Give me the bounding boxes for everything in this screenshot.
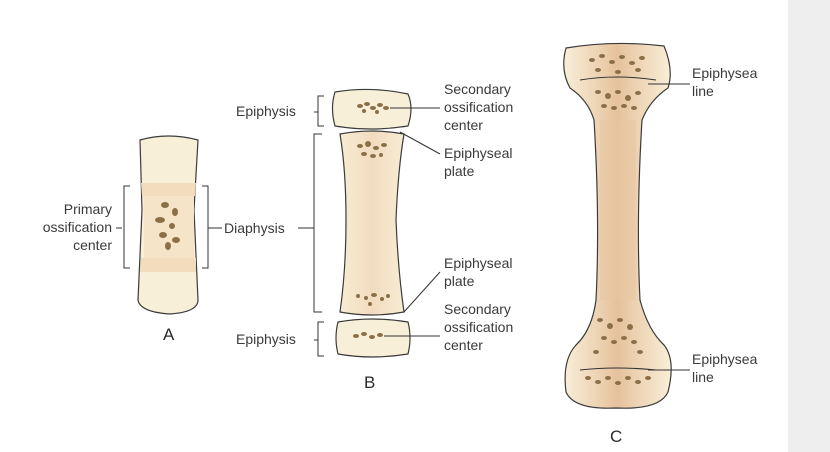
line-top-text-2: line [692,83,714,99]
diaphysis-label: Diaphysis [202,185,314,269]
panel-a-letter: A [163,325,175,344]
right-side-panel [788,0,830,452]
panel-c-letter: C [610,427,622,446]
plate-top-text-1: Epiphyseal [444,145,513,161]
line-top-text-1: Epiphysea [692,65,758,81]
primary-ossification-text-2: ossification [43,219,112,235]
epiphysis-top-text: Epiphysis [236,103,296,119]
panel-b-shaft [339,130,405,316]
panel-a-bone [137,135,199,315]
secondary-bottom-text-3: center [444,337,483,353]
secondary-ossification-bottom-dots [353,332,383,339]
line-bottom-text-2: line [692,369,714,385]
panel-b-left-labels: Epiphysis Epiphysis [236,95,324,357]
secondary-top-text-1: Secondary [444,81,511,97]
epiphysis-bottom-text: Epiphysis [236,331,296,347]
panel-c-bottom-dots [585,318,651,385]
primary-ossification-label: Primary ossification center [43,185,130,269]
secondary-bottom-text-2: ossification [444,319,513,335]
secondary-top-text-2: ossification [444,99,513,115]
panel-b-letter: B [364,373,375,392]
panel-c-top-dots [589,54,645,110]
line-bottom-text-1: Epiphysea [692,351,758,367]
panel-b-bottom-epiphysis [335,318,411,358]
epiphyseal-plate-bottom-dots [356,293,390,306]
panel-b-right-labels: Secondary ossification center Epiphyseal… [384,81,513,353]
diaphysis-text: Diaphysis [224,220,285,236]
epiphyseal-plate-top-dots [357,141,387,158]
primary-ossification-text-1: Primary [64,201,112,217]
primary-ossification-text-3: center [73,237,112,253]
secondary-bottom-text-1: Secondary [444,301,511,317]
panel-c-bone [563,42,672,409]
plate-bottom-text-1: Epiphyseal [444,255,513,271]
primary-ossification-dots [155,202,180,250]
secondary-top-text-3: center [444,117,483,133]
panel-c-labels: Epiphysea line Epiphysea line [648,65,758,385]
plate-top-text-2: plate [444,163,475,179]
secondary-ossification-top-dots [357,102,389,114]
panel-b-top-epiphysis [331,88,412,130]
plate-bottom-text-2: plate [444,273,475,289]
